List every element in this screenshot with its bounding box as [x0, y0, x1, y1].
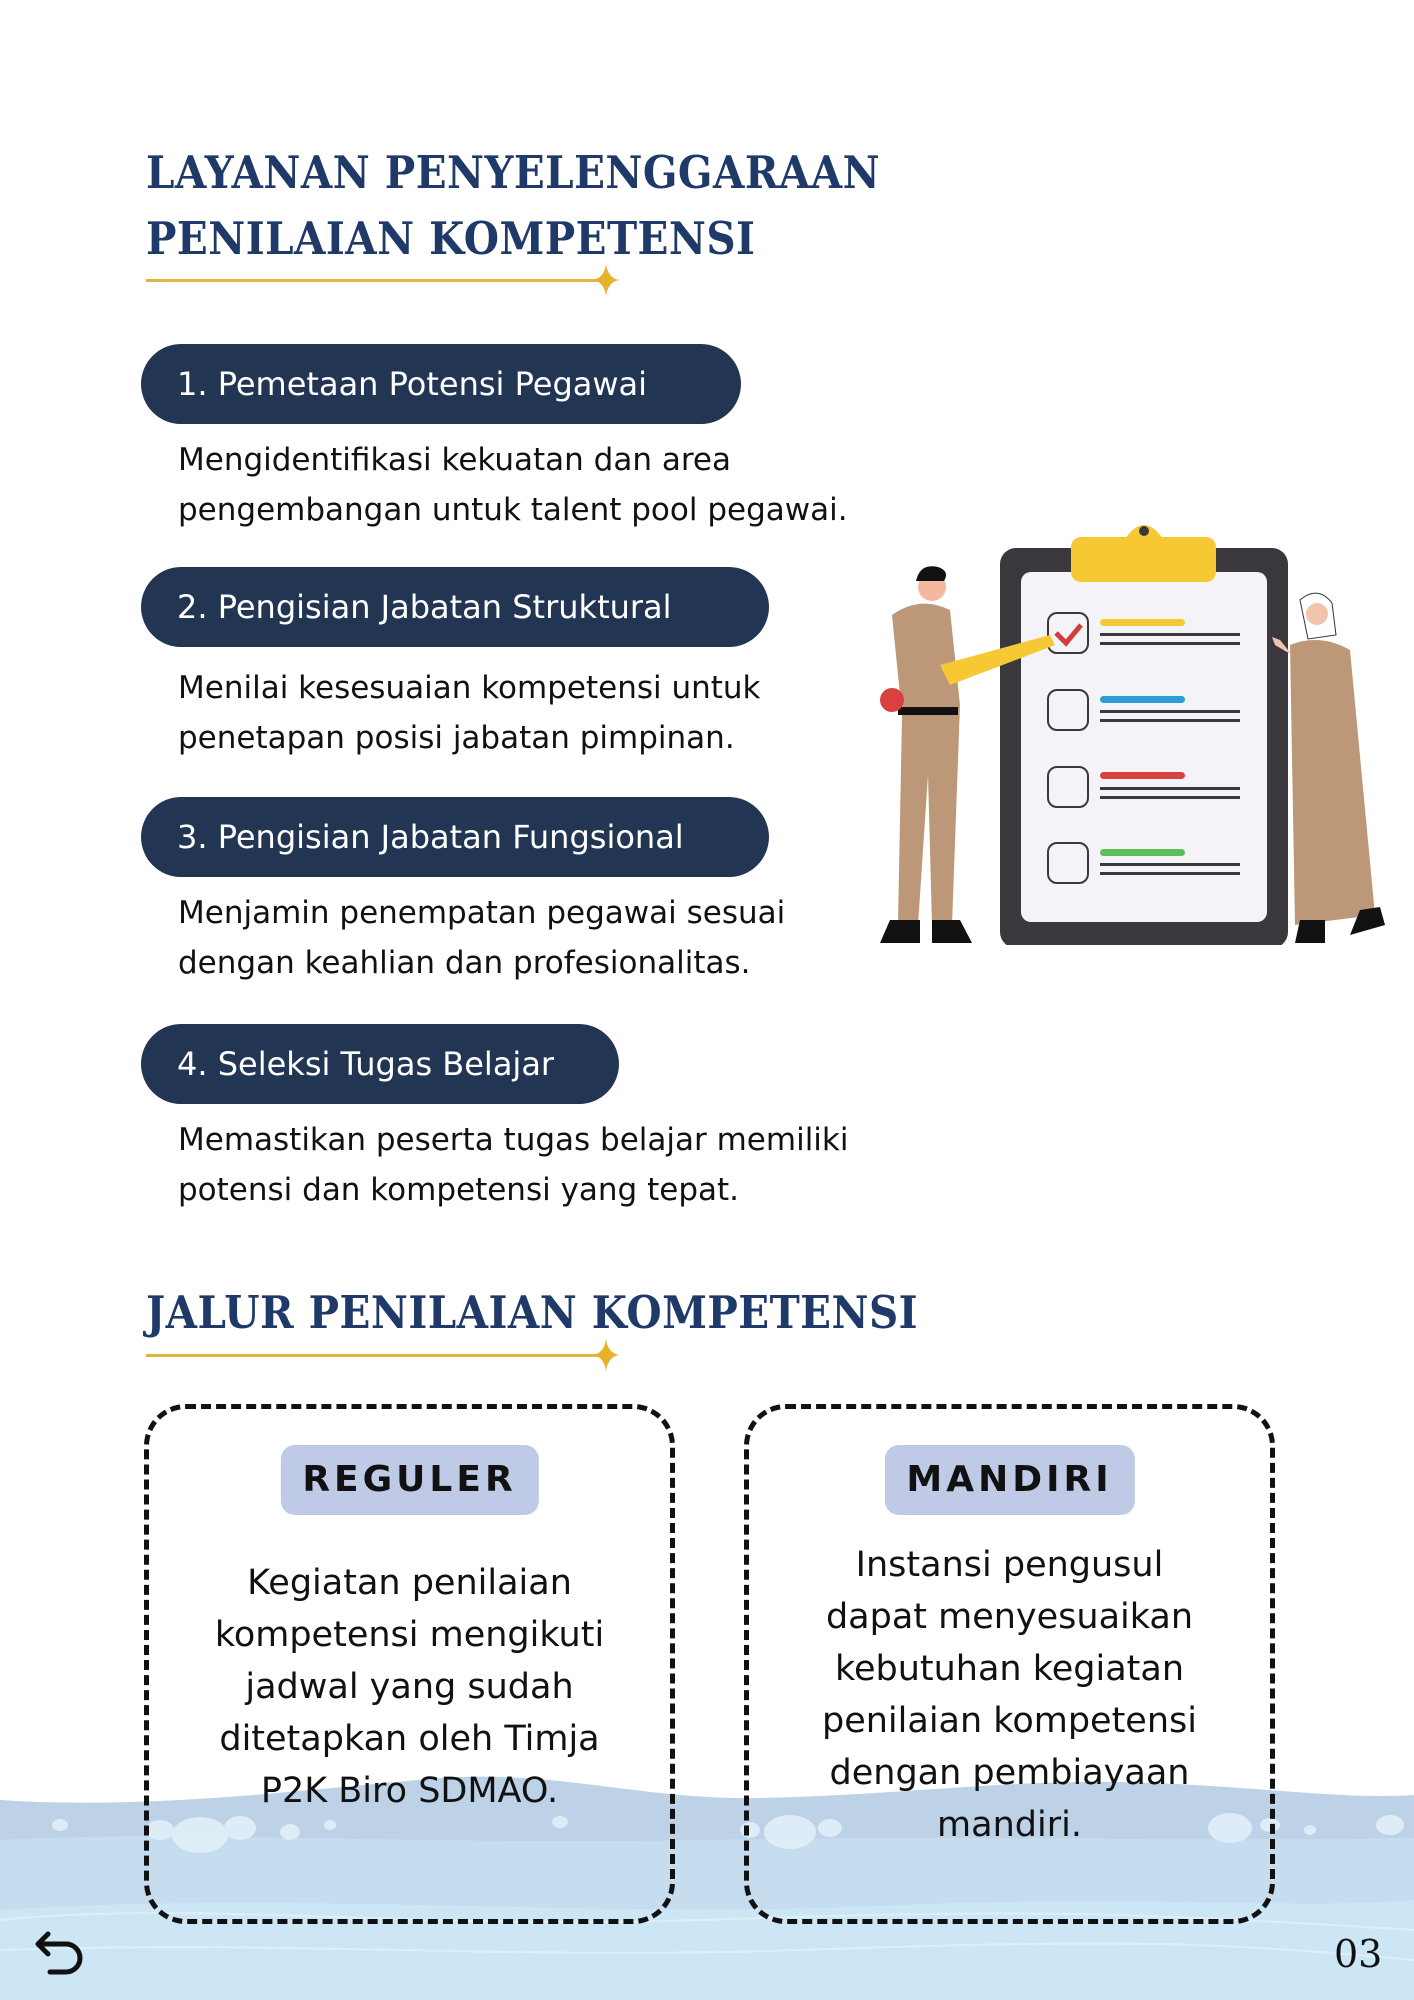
page-title: LAYANAN PENYELENGGARAAN PENILAIAN KOMPET…: [146, 140, 880, 272]
section-underline: [146, 1354, 606, 1357]
card-mandiri: MANDIRI Instansi pengusul dapat menyesua…: [744, 1404, 1275, 1924]
water-wave-background: [0, 1776, 1414, 2000]
badge-mandiri: MANDIRI: [884, 1445, 1135, 1515]
undo-arrow-icon[interactable]: [32, 1930, 86, 1978]
page-number: 03: [1334, 1932, 1383, 1976]
service-item-4-desc: Memastikan peserta tugas belajar memilik…: [178, 1122, 849, 1208]
checklist-illustration: [880, 525, 1385, 945]
sparkle-icon: [593, 1339, 619, 1371]
service-item-1-desc: Mengidentifikasi kekuatan dan area penge…: [178, 442, 848, 528]
service-item-1-label: 1. Pemetaan Potensi Pegawai: [141, 344, 741, 424]
service-item-4-label: 4. Seleksi Tugas Belajar: [141, 1024, 619, 1104]
card-reguler: REGULER Kegiatan penilaian kompetensi me…: [144, 1404, 675, 1924]
service-item-2-desc: Menilai kesesuaian kompetensi untuk pene…: [178, 670, 761, 756]
service-item-3-desc: Menjamin penempatan pegawai sesuai denga…: [178, 895, 786, 981]
card-mandiri-text: Instansi pengusul dapat menyesuaikan keb…: [822, 1545, 1197, 1845]
section-title: JALUR PENILAIAN KOMPETENSI: [146, 1286, 919, 1339]
title-underline: [146, 279, 606, 282]
man-figure: [880, 566, 1055, 943]
checklist-rows: [1047, 612, 1240, 884]
badge-reguler: REGULER: [280, 1445, 539, 1515]
service-item-2-label: 2. Pengisian Jabatan Struktural: [141, 567, 769, 647]
card-reguler-text: Kegiatan penilaian kompetensi mengikuti …: [214, 1563, 605, 1811]
title-line-1: LAYANAN PENYELENGGARAAN: [146, 146, 881, 199]
title-line-2: PENILAIAN KOMPETENSI: [146, 212, 756, 265]
service-item-3-label: 3. Pengisian Jabatan Fungsional: [141, 797, 769, 877]
sparkle-icon: [593, 264, 619, 296]
woman-figure: [1272, 592, 1385, 943]
